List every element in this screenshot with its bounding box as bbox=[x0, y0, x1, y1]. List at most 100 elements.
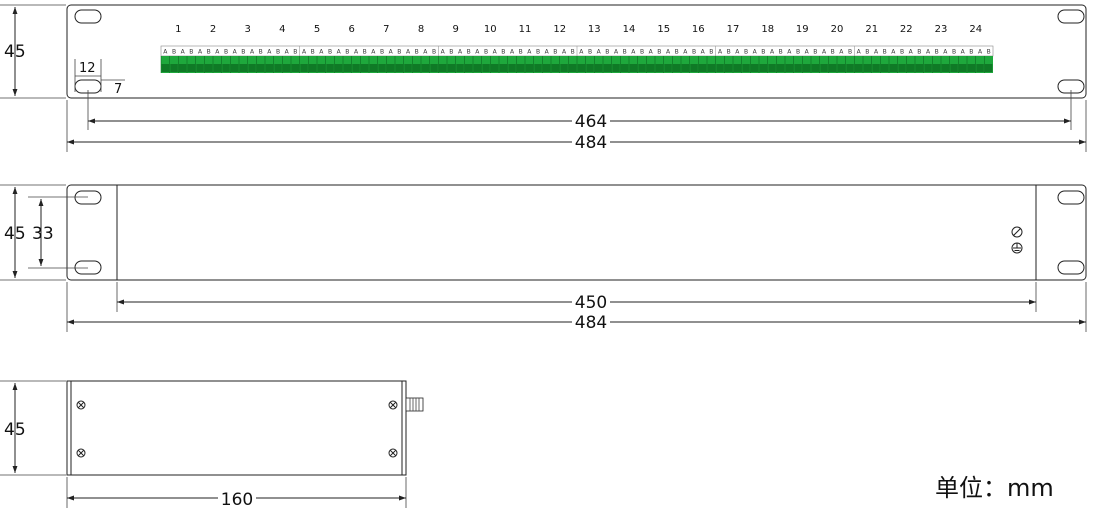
terminal-pin bbox=[438, 64, 447, 72]
unit-label: 单位：mm bbox=[935, 474, 1054, 502]
terminal-pin bbox=[404, 64, 412, 72]
pin-label: B bbox=[501, 49, 505, 56]
terminal-pin bbox=[750, 64, 759, 72]
pin-label: A bbox=[423, 49, 428, 56]
pin-label: B bbox=[484, 49, 488, 56]
terminal-pin bbox=[352, 64, 360, 72]
pin-label: B bbox=[952, 49, 956, 56]
terminal-pin bbox=[924, 64, 932, 72]
pin-label: A bbox=[181, 49, 186, 56]
pin-label: B bbox=[865, 49, 869, 56]
pin-label: B bbox=[744, 49, 748, 56]
terminal-pin bbox=[690, 64, 698, 72]
pin-label: A bbox=[978, 49, 983, 56]
terminal-pin bbox=[638, 64, 646, 72]
pin-label: A bbox=[735, 49, 740, 56]
port-number-label: 1 bbox=[175, 24, 181, 35]
terminal-pin bbox=[768, 64, 776, 72]
port-number-label: 4 bbox=[279, 24, 285, 35]
pin-label: B bbox=[640, 49, 644, 56]
rear-slot-top-right bbox=[1057, 190, 1085, 205]
terminal-pin bbox=[421, 64, 430, 72]
front-panel-outline bbox=[66, 4, 1087, 99]
port-number-label: 16 bbox=[692, 24, 705, 35]
terminal-pin bbox=[716, 64, 724, 72]
pin-label: B bbox=[397, 49, 401, 56]
pin-label: A bbox=[233, 49, 238, 56]
port-number-label: 2 bbox=[210, 24, 216, 35]
terminal-pin bbox=[317, 64, 326, 72]
pin-label: B bbox=[571, 49, 575, 56]
terminal-pin bbox=[820, 64, 828, 72]
pin-label: A bbox=[267, 49, 272, 56]
hole-offset-dim: 7 bbox=[114, 82, 122, 97]
terminal-pin bbox=[941, 64, 950, 72]
pin-label: A bbox=[614, 49, 619, 56]
pin-label: A bbox=[666, 49, 671, 56]
side-height-dim: 45 bbox=[4, 420, 26, 440]
port-number-label: 7 bbox=[383, 24, 389, 35]
terminal-pin bbox=[724, 64, 733, 72]
pin-label: B bbox=[761, 49, 765, 56]
terminal-pin bbox=[430, 64, 438, 72]
front-height-dim: 45 bbox=[4, 42, 26, 62]
pin-label: B bbox=[415, 49, 419, 56]
terminal-pin bbox=[846, 64, 854, 72]
pin-label: A bbox=[163, 49, 168, 56]
front-width-holes-dim: 464 bbox=[575, 112, 607, 132]
pin-label: A bbox=[753, 49, 758, 56]
pin-label: A bbox=[683, 49, 688, 56]
port-number-label: 10 bbox=[484, 24, 497, 35]
pin-label: B bbox=[224, 49, 228, 56]
terminal-pin bbox=[343, 64, 352, 72]
port-number-label: 12 bbox=[553, 24, 566, 35]
terminal-pin bbox=[464, 64, 473, 72]
terminal-pin bbox=[239, 64, 248, 72]
terminal-pin bbox=[594, 64, 603, 72]
pin-label: B bbox=[328, 49, 332, 56]
pin-label: A bbox=[493, 49, 498, 56]
terminal-pin bbox=[560, 64, 568, 72]
pin-label: B bbox=[987, 49, 991, 56]
terminal-pin bbox=[161, 64, 170, 72]
pin-label: B bbox=[969, 49, 973, 56]
terminal-pin bbox=[681, 64, 690, 72]
pin-label: A bbox=[285, 49, 290, 56]
terminal-pin bbox=[187, 64, 196, 72]
terminal-pin bbox=[508, 64, 516, 72]
pin-label: A bbox=[475, 49, 480, 56]
terminal-pin bbox=[525, 64, 534, 72]
terminal-pin bbox=[447, 64, 456, 72]
screw-icon bbox=[76, 400, 86, 410]
pin-label: B bbox=[831, 49, 835, 56]
pin-label: B bbox=[259, 49, 263, 56]
pin-label: B bbox=[189, 49, 193, 56]
terminal-pin bbox=[854, 64, 863, 72]
terminal-pin bbox=[490, 64, 499, 72]
pin-label: B bbox=[588, 49, 592, 56]
rear-slot-bottom-left bbox=[74, 260, 102, 275]
terminal-pin bbox=[534, 64, 542, 72]
terminal-pin bbox=[707, 64, 716, 72]
pin-label: B bbox=[345, 49, 349, 56]
terminal-pin bbox=[256, 64, 265, 72]
terminal-pin bbox=[274, 64, 282, 72]
pin-label: A bbox=[770, 49, 775, 56]
pin-label: B bbox=[380, 49, 384, 56]
pin-label: B bbox=[848, 49, 852, 56]
front-width-total-dim: 484 bbox=[575, 133, 607, 153]
rear-width-total-dim: 484 bbox=[575, 313, 607, 333]
terminal-pin bbox=[898, 64, 906, 72]
terminal-pin bbox=[300, 64, 308, 72]
terminal-pin bbox=[958, 64, 967, 72]
terminal-pin bbox=[178, 64, 187, 72]
pin-label: A bbox=[839, 49, 844, 56]
terminal-pin bbox=[473, 64, 482, 72]
pin-label: A bbox=[926, 49, 931, 56]
pin-label: A bbox=[891, 49, 896, 56]
pin-label: A bbox=[787, 49, 792, 56]
terminal-pin bbox=[196, 64, 204, 72]
pin-label: B bbox=[657, 49, 661, 56]
